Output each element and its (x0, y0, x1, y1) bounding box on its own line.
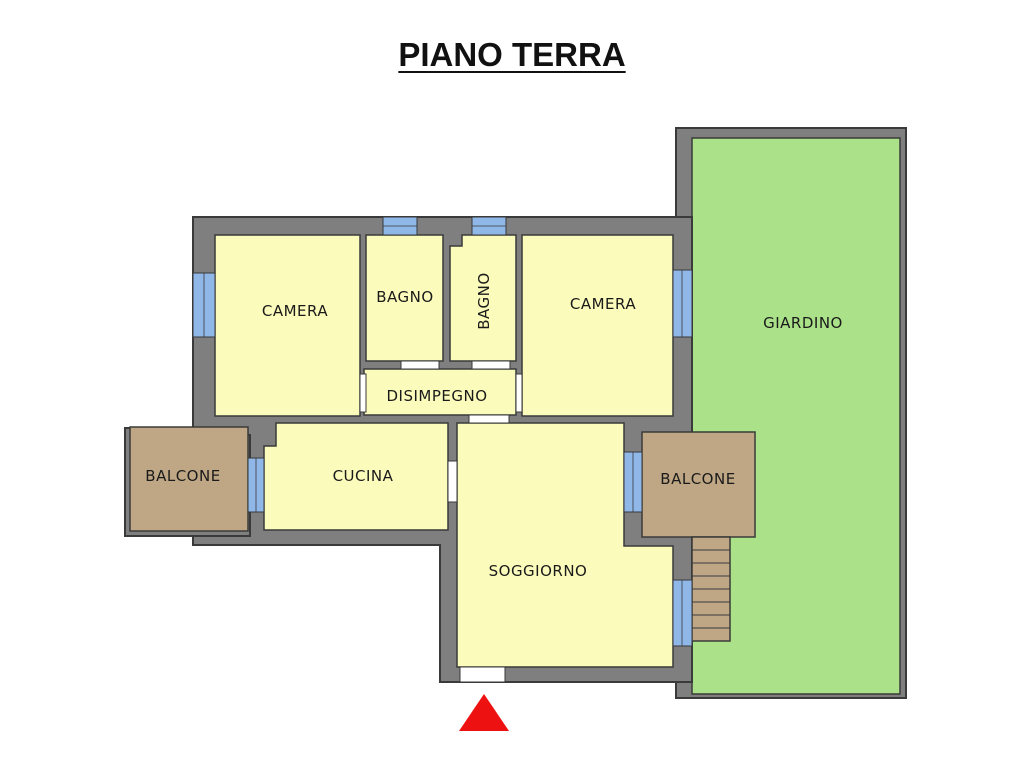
room-camera-right (521, 234, 674, 417)
label-balcone-right: BALCONE (660, 470, 735, 488)
label-camera-left: CAMERA (262, 302, 328, 320)
room-soggiorno (456, 422, 674, 668)
label-bagno-1: BAGNO (376, 288, 433, 306)
label-giardino: GIARDINO (763, 314, 843, 332)
label-camera-right: CAMERA (570, 295, 636, 313)
stairs (691, 536, 731, 642)
window-soggiorno-east-lower (672, 579, 693, 647)
label-balcone-left: BALCONE (145, 467, 220, 485)
door-disimpegno-soggiorno (468, 414, 510, 424)
room-camera-left (214, 234, 361, 417)
room-bagno-2 (449, 234, 517, 362)
door-bagno-2 (471, 360, 511, 370)
window-camera-right-east (672, 269, 693, 338)
room-cucina (263, 422, 449, 531)
page-title: PIANO TERRA (0, 36, 1024, 74)
label-bagno-2: BAGNO (475, 272, 493, 329)
label-soggiorno: SOGGIORNO (489, 562, 588, 580)
door-camera-left (359, 373, 367, 413)
door-camera-right (515, 373, 523, 413)
room-bagno-1 (365, 234, 444, 362)
door-cucina-soggiorno (447, 460, 458, 503)
page-title-text: PIANO TERRA (398, 36, 626, 73)
door-entrance (459, 666, 506, 683)
entrance-arrow-icon (459, 694, 509, 731)
label-disimpegno: DISIMPEGNO (386, 387, 487, 405)
room-disimpegno (363, 368, 517, 416)
label-cucina: CUCINA (333, 467, 394, 485)
door-bagno-1 (400, 360, 440, 370)
